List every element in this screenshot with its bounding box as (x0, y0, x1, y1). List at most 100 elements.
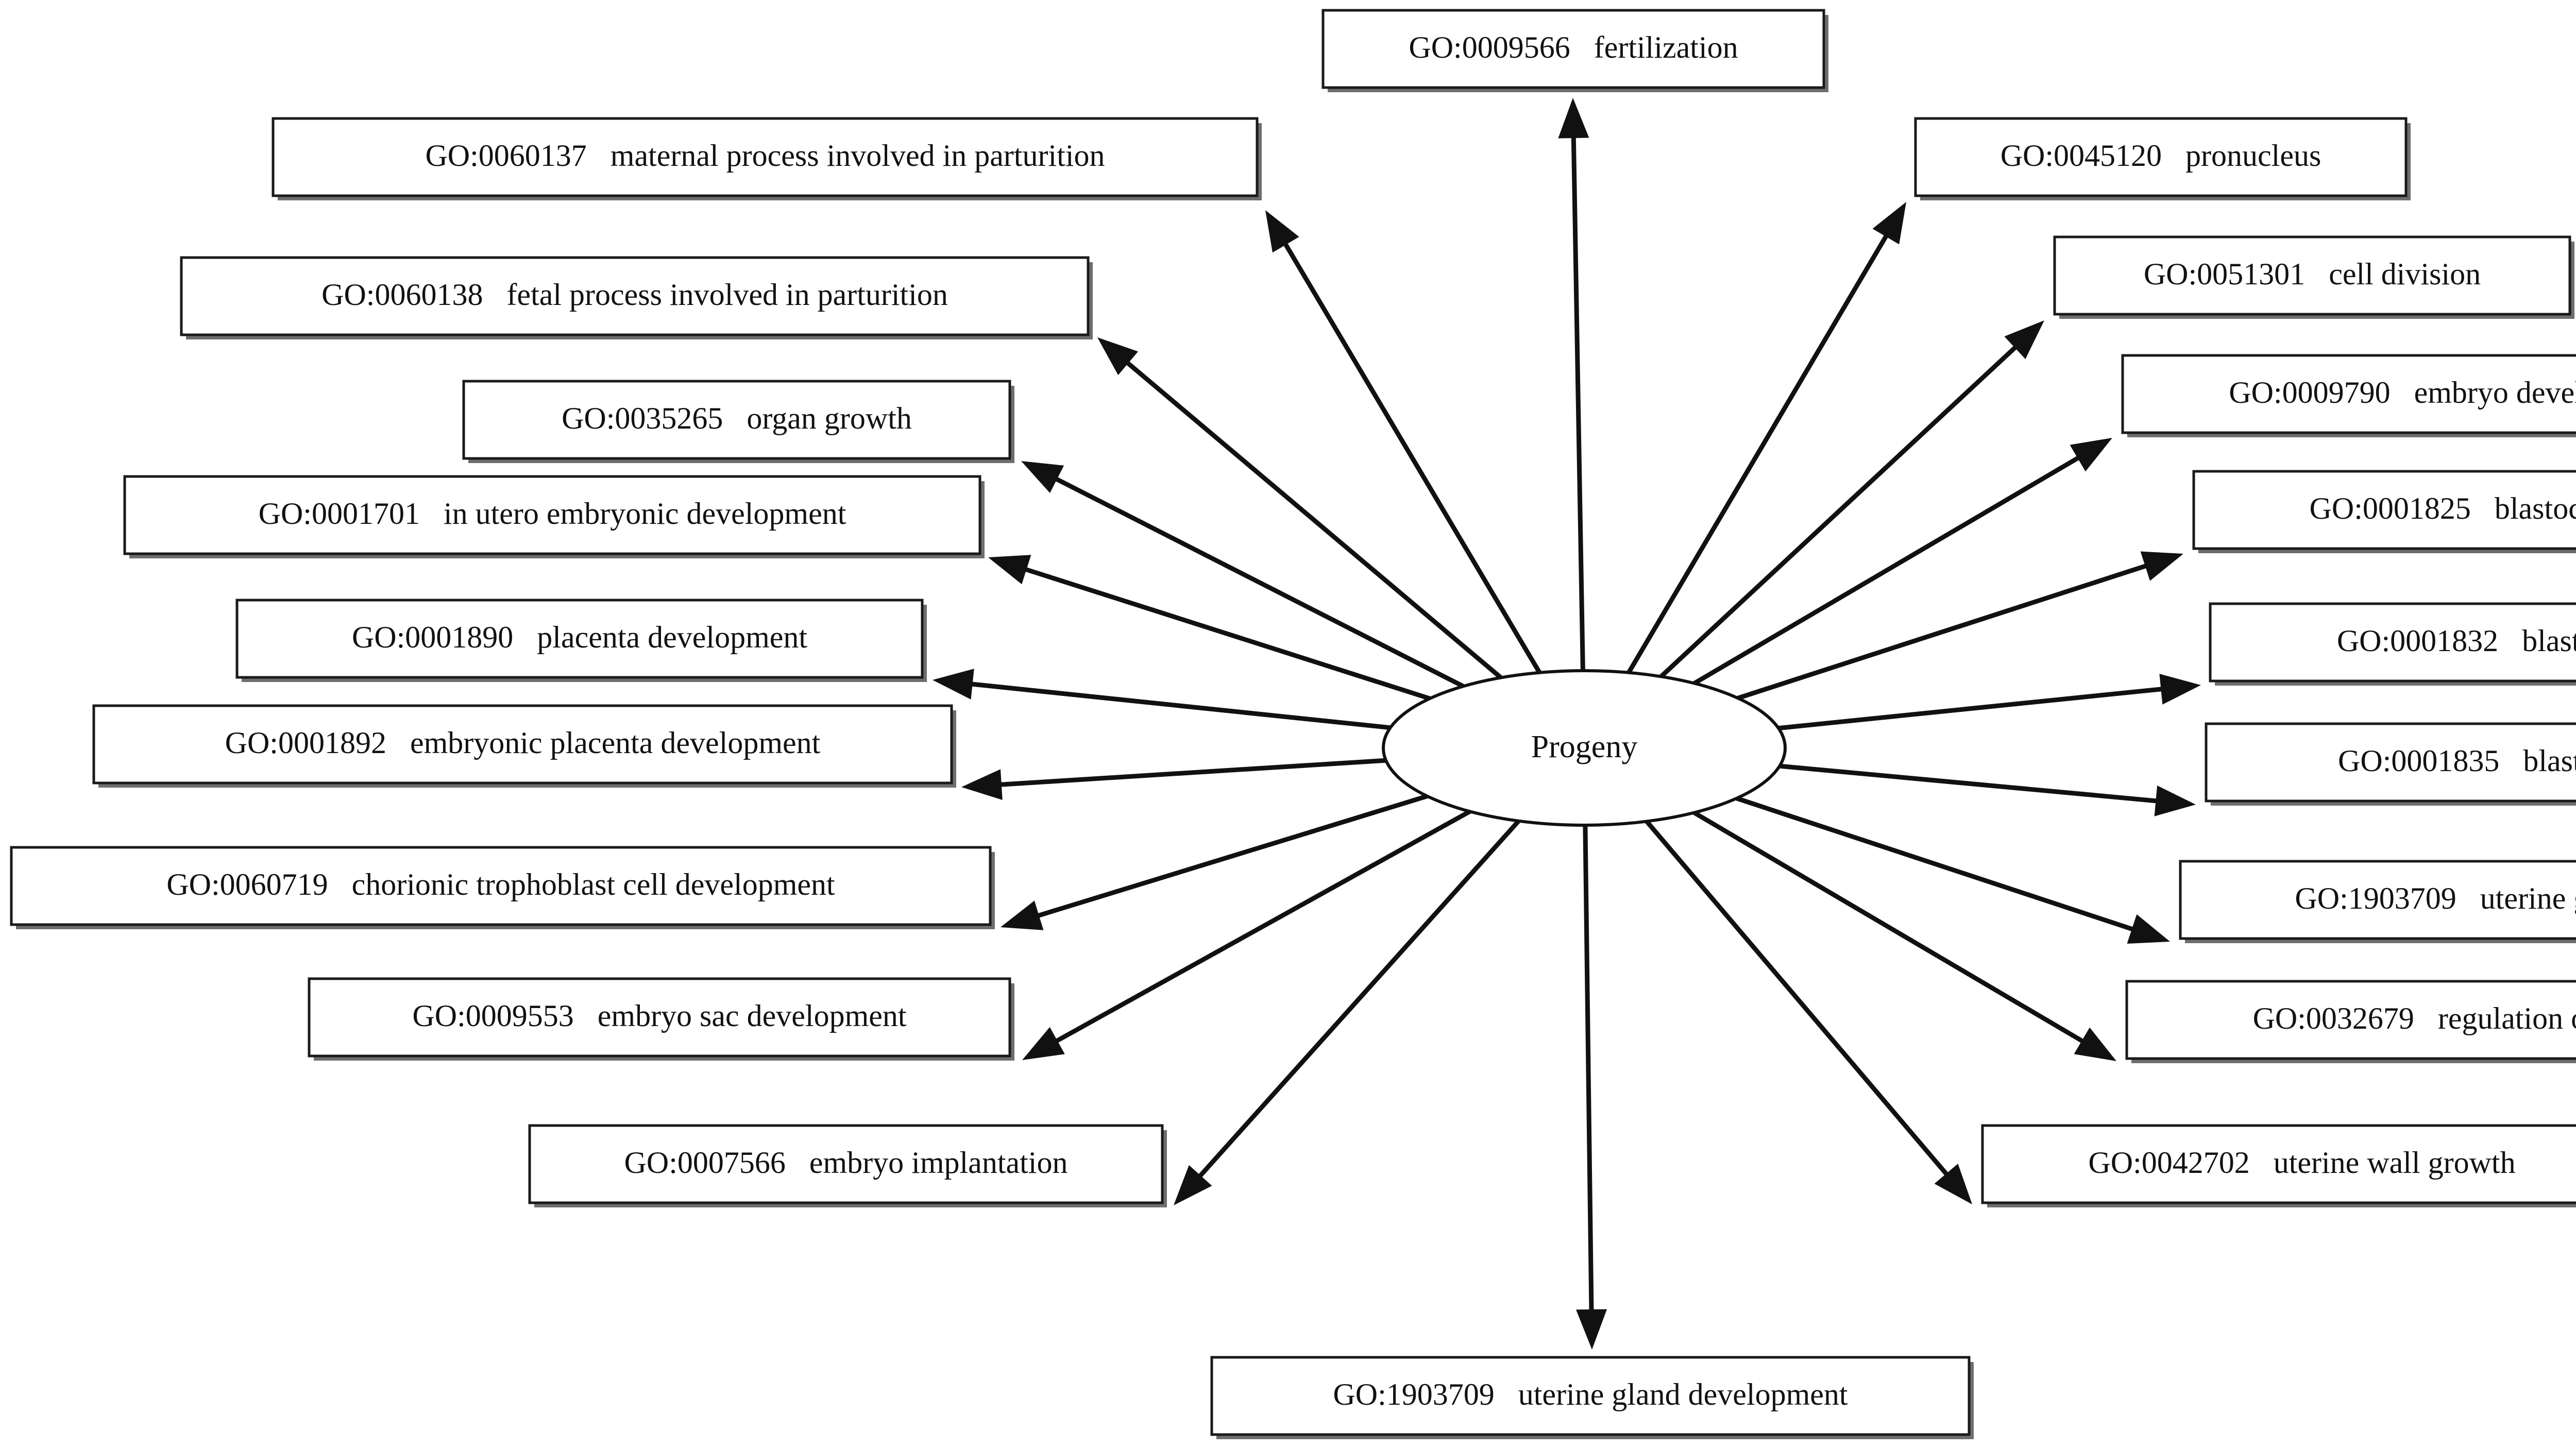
go-term-label: GO:0009790 embryo development (2229, 376, 2576, 410)
go-term-label: GO:0001835blastocyst hatching (2338, 744, 2576, 778)
go-term-box-border[interactable] (2179, 860, 2576, 940)
go-term-box[interactable]: GO:0051301 cell division (2053, 235, 2574, 319)
go-term-box-border[interactable] (2209, 602, 2576, 683)
go-term-id: GO:1903709 (2295, 881, 2456, 915)
go-term-id: GO:0042702 (2088, 1146, 2249, 1180)
go-term-id: GO:0001825 (2310, 491, 2471, 525)
go-term-box[interactable]: GO:0001832 blastocyst growth (2209, 602, 2576, 686)
go-term-box[interactable]: GO:0009790 embryo development (2121, 354, 2576, 437)
go-term-box-border[interactable] (272, 117, 1259, 197)
go-term-box[interactable]: GO:0001835blastocyst hatching (2205, 722, 2576, 806)
edge-line (1736, 796, 2150, 937)
go-term-box-border[interactable] (2121, 354, 2576, 434)
arrowhead-icon (933, 669, 974, 700)
arrowhead-icon (1022, 1027, 1065, 1060)
go-term-box-border[interactable] (1321, 9, 1825, 89)
go-term-box-border[interactable] (528, 1124, 1164, 1204)
go-term-id: GO:0060138 (321, 278, 483, 312)
go-term-id: GO:1903709 (1333, 1377, 1494, 1411)
edge-line (1659, 333, 2030, 678)
go-term-id: GO:0001890 (352, 620, 513, 654)
go-term-name: embryo sac development (598, 999, 907, 1033)
go-term-box-border[interactable] (123, 475, 981, 555)
arrowhead-icon (2154, 785, 2196, 816)
arrowhead-icon (1001, 900, 1044, 930)
edge-line (1583, 825, 1594, 1328)
go-term-name: uterine wall growth (2274, 1146, 2516, 1180)
edge-line (1571, 120, 1585, 671)
arrowhead-icon (2127, 914, 2170, 944)
edge-line (1645, 820, 1960, 1189)
edge-go-1903709-bottom (1576, 825, 1607, 1350)
go-term-name: blastocyst hatching (2523, 744, 2576, 778)
edge-go-0001825 (1737, 551, 2183, 701)
go-term-id: GO:0001832 (2337, 624, 2498, 658)
center-node-ellipse[interactable] (1382, 669, 1787, 827)
edge-line (1779, 763, 2174, 805)
arrowhead-icon (2159, 674, 2201, 705)
edge-go-0001832 (1778, 674, 2201, 731)
go-term-box-border[interactable] (2192, 470, 2576, 550)
edge-go-0060138 (1097, 337, 1503, 679)
go-term-name: uterine gland development (2480, 881, 2576, 915)
edge-go-0035265 (1021, 461, 1465, 689)
go-term-name: embryo development (2414, 376, 2576, 410)
go-term-id: GO:0009566 (1409, 30, 1570, 64)
go-term-box-border[interactable] (2125, 980, 2576, 1060)
go-term-name: embryonic placenta development (410, 726, 821, 760)
go-term-id: GO:0001892 (225, 726, 386, 760)
go-term-box-border[interactable] (1210, 1356, 1971, 1436)
go-term-box-border[interactable] (10, 846, 992, 926)
go-term-box-border[interactable] (2205, 722, 2576, 803)
go-term-id: GO:0001701 (259, 497, 420, 531)
go-term-box-border[interactable] (92, 704, 953, 785)
go-term-id: GO:0009790 (2229, 376, 2390, 410)
edge-line (1187, 819, 1521, 1191)
go-term-name: blastocyst growth (2522, 624, 2576, 658)
go-term-box[interactable]: GO:1903709 uterine gland development (2179, 860, 2576, 943)
go-term-box-border[interactable] (308, 977, 1011, 1058)
go-term-name: cell division (2329, 257, 2481, 291)
edge-line (983, 758, 1386, 788)
go-term-box-border[interactable] (1981, 1124, 2576, 1204)
go-term-box-border[interactable] (462, 380, 1011, 460)
go-term-box[interactable]: GO:0001825blastocyst formation (2192, 470, 2576, 553)
center-node-group[interactable]: Progeny (1382, 669, 1787, 827)
go-term-box[interactable]: GO:0042702 uterine wall growth (1981, 1124, 2576, 1207)
go-term-box-border[interactable] (2053, 235, 2571, 316)
edge-go-1903709-right (1736, 796, 2170, 944)
go-term-box-border[interactable] (235, 599, 924, 679)
arrowhead-icon (2140, 551, 2183, 581)
edge-go-0045120 (1626, 202, 1906, 674)
edge-line (1040, 469, 1465, 689)
edge-line (1693, 810, 2099, 1052)
go-term-id: GO:0051301 (2144, 257, 2305, 291)
edge-line (1778, 685, 2179, 731)
go-term-box-border[interactable] (1914, 117, 2408, 197)
go-term-box[interactable]: GO:0001892 embryonic placenta development (92, 704, 956, 788)
go-term-name: organ growth (747, 401, 912, 435)
center-node-label: Progeny (1531, 729, 1638, 764)
edge-line (954, 680, 1391, 730)
go-term-box-border[interactable] (180, 256, 1090, 336)
